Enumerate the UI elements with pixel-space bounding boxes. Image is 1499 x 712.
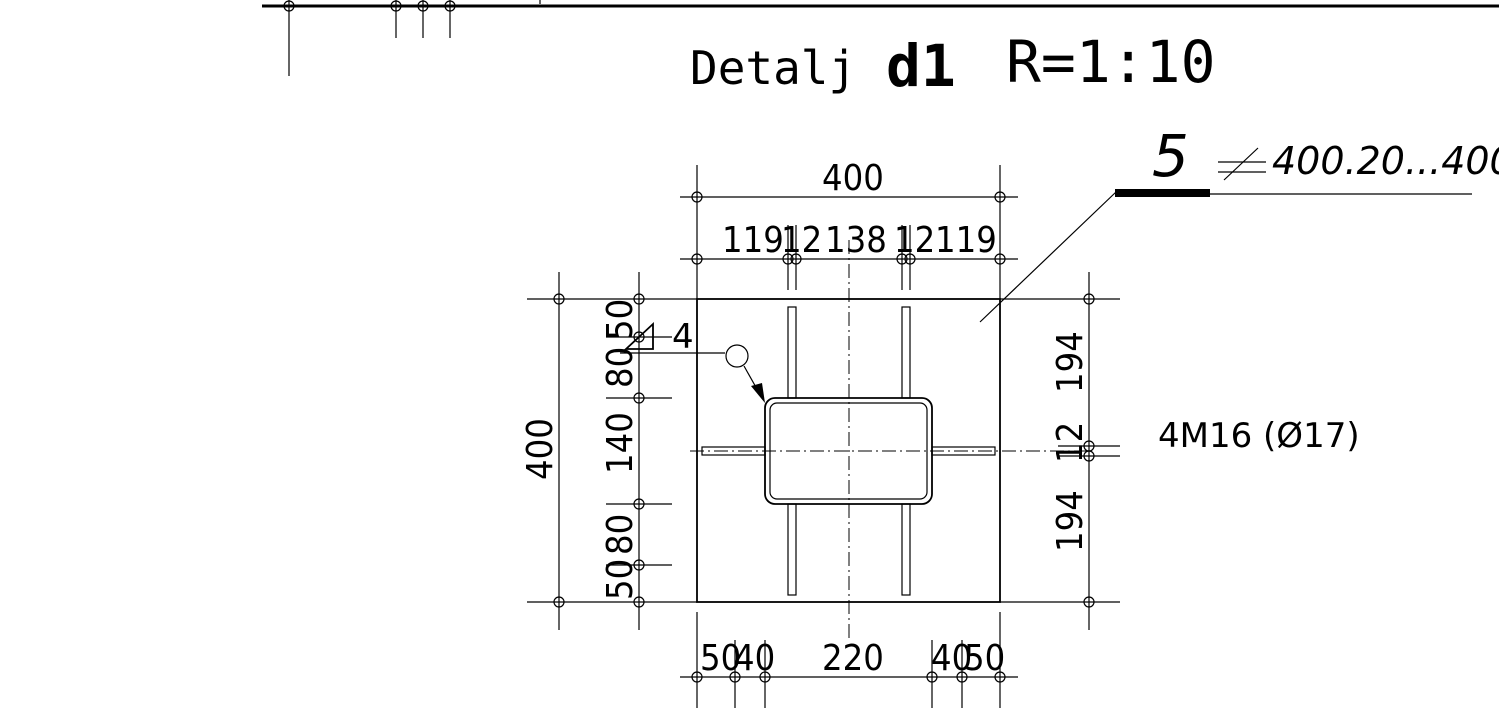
dim-top-chain-1: 119 xyxy=(722,220,784,261)
anchor-bolts-note: 4M16 (Ø17) xyxy=(1158,416,1360,456)
dim-left-chain-1: 50 xyxy=(600,299,641,340)
plate-position-number: 5 xyxy=(1152,122,1189,190)
detail-title: Detalj d1 R=1:10 xyxy=(690,28,1216,100)
dim-top-chain-5: 119 xyxy=(935,220,997,261)
dim-bottom-chain-2: 40 xyxy=(734,638,775,679)
dim-top-chain: 119 12 138 12 119 xyxy=(680,220,1018,290)
dim-top-chain-2: 12 xyxy=(781,220,822,261)
dim-top-overall: 400 xyxy=(680,158,1018,299)
dim-left-chain-5: 50 xyxy=(600,559,641,600)
stiffeners xyxy=(701,306,996,596)
dim-left-chain-4: 80 xyxy=(600,514,641,555)
title-prefix: Detalj xyxy=(690,41,856,95)
dim-right-chain-3: 194 xyxy=(1050,490,1091,552)
sheet-top-border xyxy=(262,0,1499,76)
plate-callout: 5 400.20...400 xyxy=(979,122,1499,323)
dim-top-overall-label: 400 xyxy=(822,158,884,199)
plate-spec: 400.20...400 xyxy=(1272,139,1499,183)
dim-bottom-chain-5: 50 xyxy=(964,638,1005,679)
dim-bottom-chain-3: 220 xyxy=(822,638,884,679)
dim-left-chain-3: 140 xyxy=(600,412,641,474)
dim-bottom-chain-4: 40 xyxy=(931,638,972,679)
dim-right-chain: 194 12 194 xyxy=(1000,272,1120,630)
dim-right-chain-1: 194 xyxy=(1050,331,1091,393)
weld-size-label: 4 xyxy=(672,317,694,357)
dim-right-chain-2: 12 xyxy=(1050,422,1091,463)
dim-left-overall-label: 400 xyxy=(520,418,561,480)
dim-top-chain-4: 12 xyxy=(894,220,935,261)
dim-bottom-chain-1: 50 xyxy=(700,638,741,679)
dim-top-chain-3: 138 xyxy=(825,220,887,261)
title-scale: R=1:10 xyxy=(1006,28,1216,96)
dim-bottom-chain: 50 40 220 40 50 xyxy=(680,612,1018,708)
dim-left-chain: 50 80 140 80 50 xyxy=(600,272,672,630)
dim-left-chain-2: 80 xyxy=(600,347,641,388)
plate-icon xyxy=(1218,147,1266,181)
weld-symbol: 4 xyxy=(620,317,765,403)
dim-left-overall: 400 xyxy=(520,272,697,630)
title-detail-id: d1 xyxy=(886,32,956,100)
